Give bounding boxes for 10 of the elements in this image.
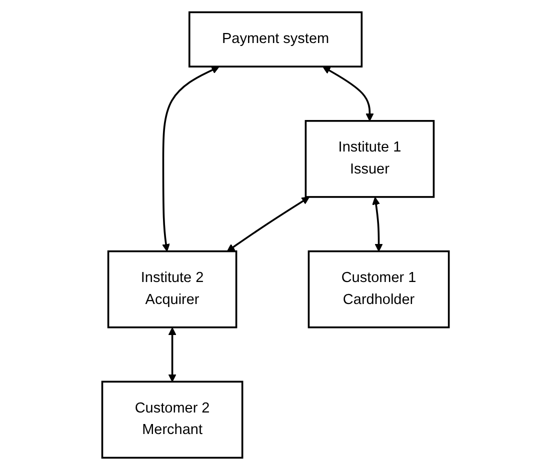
arrow (323, 66, 374, 121)
arrow (227, 196, 310, 252)
node-box: Customer 1 Cardholder (308, 250, 450, 328)
arrow (372, 196, 384, 252)
arrow (162, 66, 220, 252)
arrow (168, 326, 177, 382)
node-box: Institute 1 Issuer (305, 120, 436, 198)
node-box: Institute 2 Acquirer (108, 250, 238, 328)
node-box: Customer 2 Merchant (102, 380, 244, 458)
node-box: Payment system (188, 10, 364, 67)
